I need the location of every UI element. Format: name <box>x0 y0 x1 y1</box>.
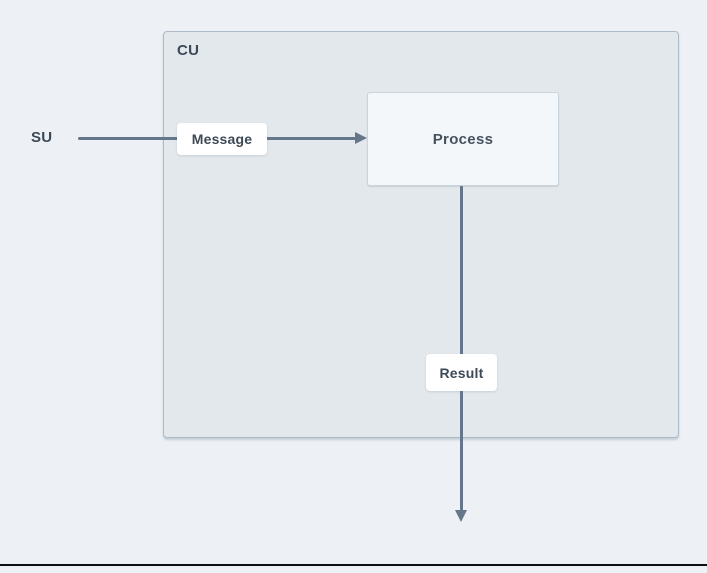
bottom-border-line <box>0 564 707 566</box>
arrowhead-right-icon <box>355 132 367 144</box>
external-actor-label: SU <box>31 129 53 146</box>
process-node: Process <box>367 92 559 186</box>
result-edge-label: Result <box>426 354 497 391</box>
result-arrow-line <box>460 185 463 511</box>
arrowhead-down-icon <box>455 510 467 522</box>
message-edge-label: Message <box>177 123 267 155</box>
process-node-label: Process <box>432 130 494 148</box>
cu-container-label: CU <box>177 42 200 59</box>
